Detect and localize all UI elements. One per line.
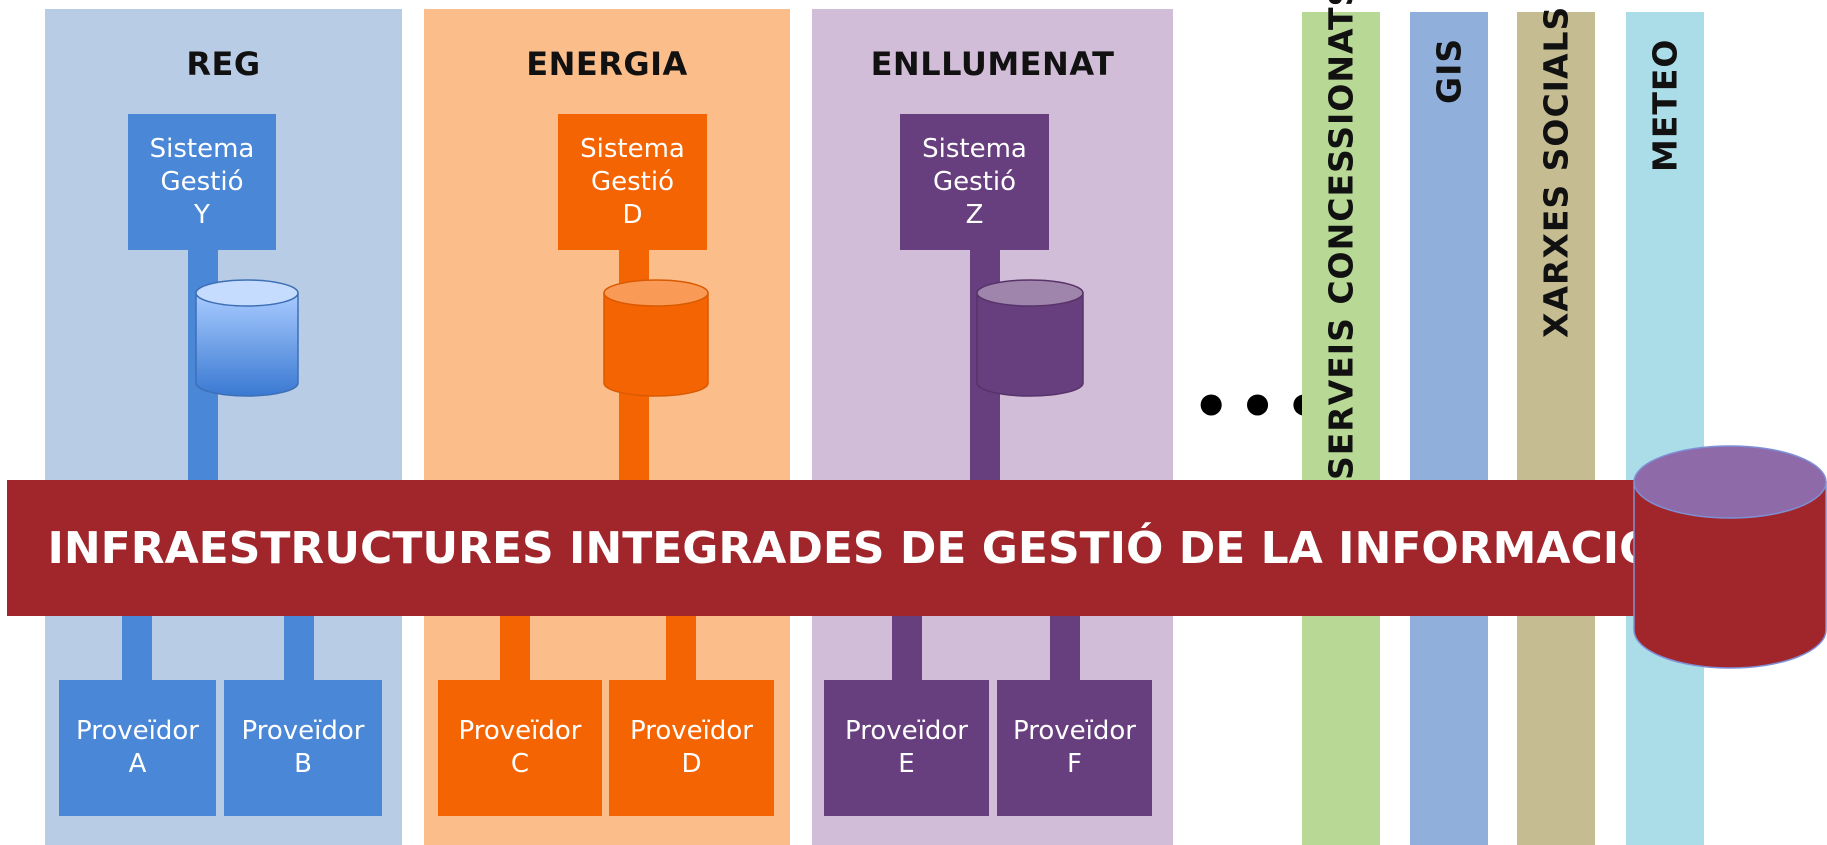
provider-box-f[interactable]: Proveïdor F — [997, 680, 1152, 816]
connector-provider-f — [1050, 615, 1080, 681]
system-box-y[interactable]: Sistema Gestió Y — [128, 114, 276, 250]
column-label-xarxes: XARXES SOCIALS — [1536, 5, 1576, 338]
system-label-line1: Sistema — [922, 133, 1027, 164]
provider-box-b[interactable]: Proveïdor B — [224, 680, 382, 816]
provider-letter: B — [294, 749, 312, 779]
provider-label: Proveïdor — [76, 716, 199, 746]
central-database-icon — [1633, 445, 1827, 669]
provider-label: Proveïdor — [845, 716, 968, 746]
banner-title: INFRAESTRUCTURES INTEGRADES DE GESTIÓ DE… — [47, 522, 1657, 574]
column-label-serveis: SERVEIS CONCESSIONATS — [1321, 0, 1361, 480]
provider-label: Proveïdor — [630, 716, 753, 746]
system-label-line3: Y — [194, 199, 210, 230]
provider-box-d[interactable]: Proveïdor D — [609, 680, 774, 816]
provider-letter: A — [128, 749, 147, 779]
integration-banner: INFRAESTRUCTURES INTEGRADES DE GESTIÓ DE… — [7, 480, 1657, 616]
system-label-line1: Sistema — [580, 133, 685, 164]
column-gis: GIS — [1410, 12, 1488, 845]
provider-label: Proveïdor — [458, 716, 582, 746]
system-label-line3: D — [622, 199, 643, 230]
column-label-meteo: METEO — [1645, 38, 1685, 173]
provider-letter: F — [1067, 749, 1082, 779]
connector-provider-a — [122, 615, 152, 681]
connector-provider-c — [500, 615, 530, 681]
system-label-line2: Gestió — [932, 166, 1016, 197]
provider-letter: E — [898, 749, 915, 779]
provider-label: Proveïdor — [241, 716, 365, 746]
panel-title-enllumenat: ENLLUMENAT — [870, 45, 1115, 83]
connector-provider-e — [892, 615, 922, 681]
system-label-line1: Sistema — [149, 133, 255, 164]
column-xarxes-socials: XARXES SOCIALS — [1517, 5, 1595, 845]
column-label-gis: GIS — [1429, 37, 1469, 104]
database-icon-enllumenat — [976, 279, 1084, 397]
system-box-d[interactable]: Sistema Gestió D — [558, 114, 707, 250]
panel-title-energia: ENERGIA — [526, 45, 688, 83]
system-label-line2: Gestió — [590, 166, 674, 197]
database-icon-energia — [603, 279, 709, 397]
provider-label: Proveïdor — [1013, 716, 1136, 746]
provider-box-a[interactable]: Proveïdor A — [59, 680, 216, 816]
system-label-line2: Gestió — [160, 166, 244, 197]
provider-box-c[interactable]: Proveïdor C — [438, 680, 602, 816]
system-box-z[interactable]: Sistema Gestió Z — [900, 114, 1049, 250]
connector-provider-b — [284, 615, 314, 681]
provider-box-e[interactable]: Proveïdor E — [824, 680, 989, 816]
provider-letter: D — [681, 749, 702, 779]
connector-provider-d — [666, 615, 696, 681]
panel-title-reg: REG — [186, 45, 261, 83]
system-label-line3: Z — [965, 199, 984, 230]
column-serveis-concessionats: SERVEIS CONCESSIONATS — [1302, 0, 1380, 845]
ellipsis: ••• — [1192, 372, 1332, 442]
column-meteo: METEO — [1626, 12, 1704, 845]
provider-letter: C — [510, 749, 530, 779]
database-icon-reg — [195, 279, 299, 397]
